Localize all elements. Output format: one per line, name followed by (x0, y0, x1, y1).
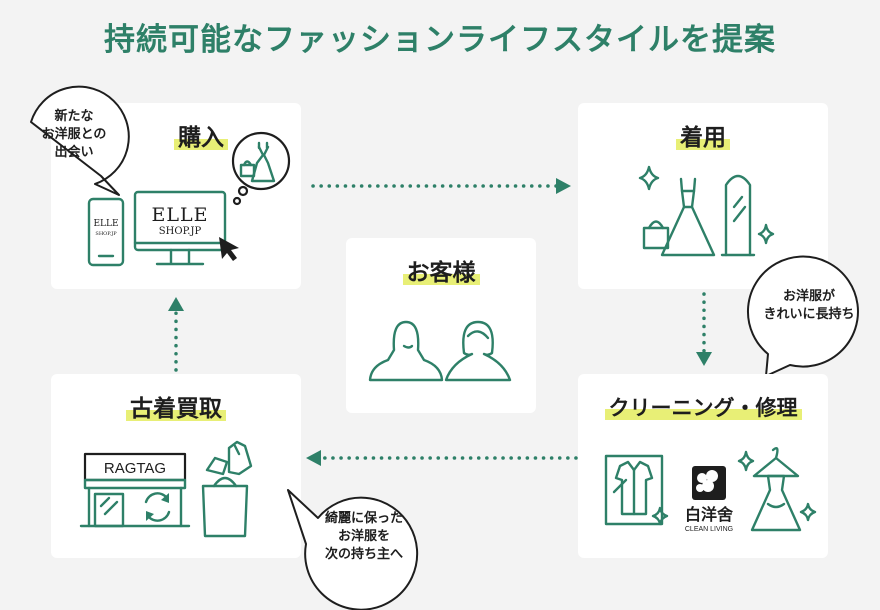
wear-label: 着用 (676, 126, 730, 150)
sparkle-icon (799, 502, 817, 522)
bubble-purchase: 新たな お洋服との 出会い (13, 85, 135, 198)
arrow-buyback-to-purchase (168, 297, 184, 372)
monitor-brand-main: ELLE (152, 204, 209, 226)
phone-brand-sub: SHOP.JP (95, 231, 117, 237)
monitor-brand-sub: SHOP.JP (159, 226, 202, 237)
card-buyback-title: 古着買取 (51, 396, 301, 422)
dress-icon (660, 177, 716, 257)
bubble-cleaning: お洋服が きれいに長持ち (738, 252, 868, 382)
page-title: 持続可能なファッションライフスタイルを提案 (104, 22, 776, 58)
handbag-icon (239, 160, 256, 178)
buyback-illustration: RAGTAG (79, 440, 253, 538)
sparkle-icon (638, 165, 660, 191)
card-wear: 着用 (578, 103, 828, 289)
card-customer-title: お客様 (346, 260, 536, 286)
bubble-buyback: 綺麗に保った お洋服を 次の持ち主へ (284, 484, 424, 610)
card-purchase-title: 購入 (76, 125, 326, 151)
bubble-buyback-line3: 次の持ち主へ (324, 547, 403, 562)
purchase-label: 購入 (174, 126, 228, 150)
cursor-icon (219, 237, 239, 261)
cleaning-illustration: 白洋舍 CLEAN LIVING (604, 447, 817, 533)
handbag-icon (642, 220, 670, 250)
smartphone-icon: ELLE SHOP.JP (87, 197, 125, 267)
buyback-label: 古着買取 (126, 397, 226, 421)
person-icon (444, 320, 512, 382)
recycle-icon (144, 492, 171, 522)
card-cleaning: クリーニング・修理 白洋舍 CLEAN LIVING (578, 374, 828, 558)
arrow-purchase-to-wear (311, 178, 571, 194)
card-purchase: 購入 ELLE SHOP.JP ELLE SHOP.JP (51, 103, 301, 289)
wear-illustration (638, 165, 775, 257)
sparkle-icon (757, 223, 775, 245)
phone-brand-main: ELLE (93, 219, 118, 229)
cleaning-brand-main: 白洋舍 (685, 505, 734, 524)
bubble-buyback-line1: 綺麗に保った (324, 511, 403, 526)
shirt-icon (604, 454, 664, 526)
bubble-purchase-line2: お洋服との (41, 127, 107, 142)
store-icon: RAGTAG (79, 452, 191, 528)
store-sign-text: RAGTAG (104, 460, 166, 477)
bubble-purchase-line1: 新たな (54, 109, 94, 124)
arrow-cleaning-to-buyback (306, 450, 578, 466)
card-cleaning-title: クリーニング・修理 (578, 396, 828, 420)
arrow-wear-to-cleaning (696, 292, 712, 366)
sparkle-icon (737, 450, 755, 472)
bubble-purchase-line3: 出会い (54, 145, 94, 160)
cleaning-brand-sub: CLEAN LIVING (685, 526, 733, 533)
bubble-cleaning-shape (746, 255, 859, 377)
bubble-cleaning-line2: きれいに長持ち (763, 307, 855, 322)
person-icon (368, 320, 444, 382)
bubble-cleaning-line1: お洋服が (782, 289, 835, 304)
hanger-icon (750, 447, 802, 532)
customer-label: お客様 (402, 261, 480, 285)
bubble-purchase-shape (30, 85, 130, 196)
monitor-icon: ELLE SHOP.JP (133, 190, 227, 266)
hakuyosha-logo: 白洋舍 CLEAN LIVING (685, 466, 734, 533)
bubble-buyback-shape (287, 489, 419, 610)
bubble-buyback-line2: お洋服を (337, 529, 390, 544)
card-wear-title: 着用 (578, 125, 828, 151)
clothes-icon (205, 440, 253, 476)
cleaning-label: クリーニング・修理 (604, 396, 802, 420)
ec-devices: ELLE SHOP.JP ELLE SHOP.JP (87, 131, 291, 267)
sparkle-icon (651, 506, 669, 526)
card-buyback: 古着買取 RAGTAG (51, 374, 301, 558)
mirror-icon (720, 174, 756, 257)
card-customer: お客様 (346, 238, 536, 413)
dress-icon (250, 141, 276, 183)
shopping-bag-icon (201, 476, 249, 538)
customers-illustration (368, 320, 512, 382)
